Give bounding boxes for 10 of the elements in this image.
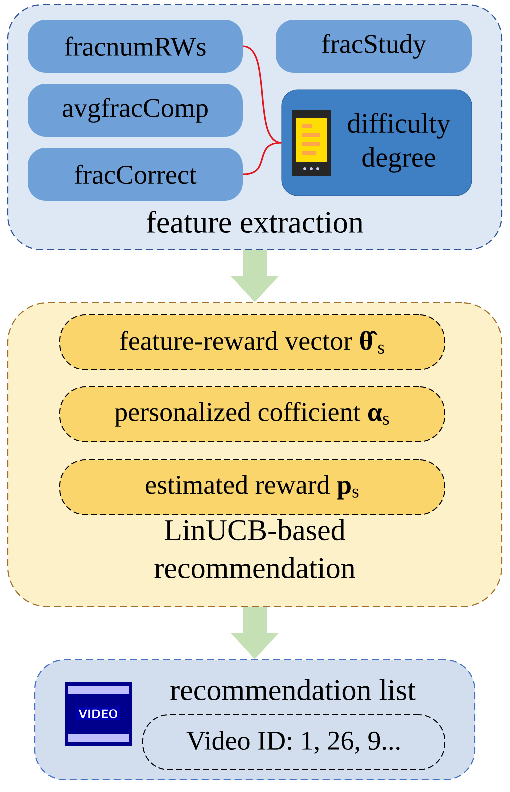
process-pill: personalized cofficient α$_{s}$ — [60, 386, 446, 442]
process-pill: feature-reward vector θ̂$_{s}$ — [60, 314, 446, 370]
feature-box: fracnumRWs — [28, 20, 243, 73]
feature-box: avgfracComp — [28, 84, 243, 137]
brace-line — [242, 46, 282, 144]
process-pill: estimated reward p$_{s}$ — [60, 460, 446, 516]
brace-line — [243, 142, 282, 176]
list-pill: Video ID: 1, 26, 9... — [142, 714, 446, 770]
feature-box: fracStudy — [276, 20, 472, 73]
feature-box: fracCorrect — [28, 148, 243, 201]
